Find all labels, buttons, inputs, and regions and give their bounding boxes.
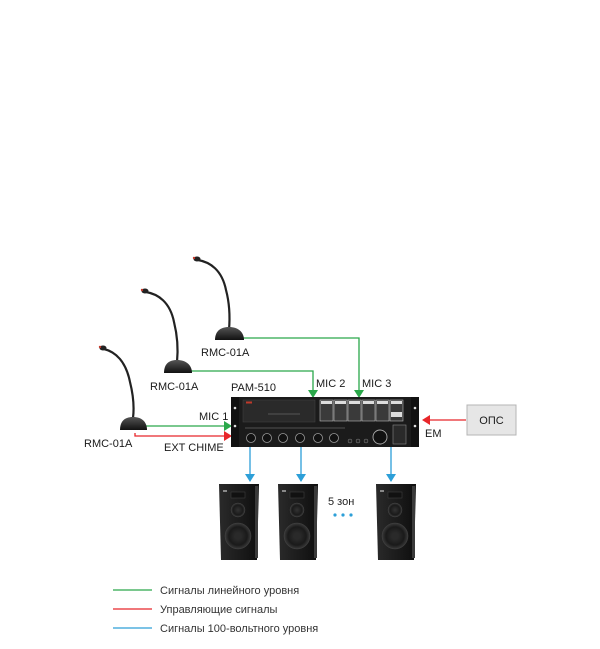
rack-hole <box>233 424 237 428</box>
rack-hole <box>413 406 417 410</box>
em-input-label: EM <box>425 428 442 440</box>
chime-arrow <box>224 431 232 441</box>
mic1-input-label: MIC 1 <box>199 411 228 423</box>
speaker-woofer-cap <box>235 533 241 539</box>
speaker-zone-3 <box>376 484 416 560</box>
mic-base <box>120 417 147 430</box>
speaker-logo <box>223 490 227 492</box>
zone5-arrow <box>386 474 396 482</box>
legend-label-line-level: Сигналы линейного уровня <box>160 585 299 597</box>
speaker-horn <box>289 491 305 499</box>
chime-input-label: EXT CHIME <box>164 442 224 454</box>
legend-label-control: Управляющие сигналы <box>160 604 278 616</box>
rack-hole <box>413 424 417 428</box>
mic2-arrow <box>308 390 318 398</box>
mic1-arrow <box>224 421 232 431</box>
amplifier-top-panel <box>242 399 316 423</box>
mic-gooseneck <box>197 258 231 331</box>
rack-hole <box>233 406 237 410</box>
microphone-3: RMC-01A <box>192 256 250 359</box>
legend: Сигналы линейного уровня Управляющие сиг… <box>113 585 318 635</box>
em-arrow <box>422 415 430 425</box>
speaker-side <box>412 486 415 558</box>
ops-label: ОПС <box>479 415 503 427</box>
speaker-midrange <box>230 502 246 518</box>
volume-knobs <box>246 424 407 445</box>
speaker-side <box>314 486 317 558</box>
mic-tip-led <box>98 345 102 349</box>
speaker-horn <box>387 491 403 499</box>
mic-tip-led <box>140 288 144 292</box>
zones-label: 5 зон <box>328 496 354 508</box>
speaker-midrange <box>289 502 305 518</box>
mic1-label: RMC-01A <box>84 438 133 450</box>
mic3-arrow <box>354 390 364 398</box>
zones-ellipsis <box>333 513 353 517</box>
amplifier: PAM-510 <box>164 378 442 454</box>
mic-base <box>215 327 244 340</box>
speaker-logo <box>282 490 286 492</box>
speaker-midrange <box>387 502 403 518</box>
mic-base <box>164 360 192 373</box>
mic2-input-label: MIC 2 <box>316 378 345 390</box>
speaker-zone-2 <box>278 484 318 560</box>
rack-ear-left <box>231 397 239 447</box>
mic-gooseneck <box>103 347 135 419</box>
speaker-zone-1 <box>219 484 259 560</box>
mic2-line <box>187 370 314 392</box>
speaker-side <box>255 486 258 558</box>
channel-modules <box>319 399 404 422</box>
line-level-connections <box>144 337 364 431</box>
mic2-label: RMC-01A <box>150 381 199 393</box>
mic3-line <box>238 337 360 392</box>
mic-tip-led <box>192 256 196 260</box>
speaker-connections <box>245 447 396 482</box>
speaker-horn <box>230 491 246 499</box>
zone1-arrow <box>245 474 255 482</box>
amplifier-model-label: PAM-510 <box>231 382 276 394</box>
control-connections <box>134 415 466 441</box>
rack-ear-right <box>411 397 419 447</box>
legend-label-speaker-line: Сигналы 100-вольтного уровня <box>160 623 318 635</box>
mic-capsule <box>141 288 149 294</box>
mic-capsule <box>99 345 107 351</box>
mic-capsule <box>193 256 201 262</box>
ops-fire-alarm-box: ОПС <box>466 404 517 436</box>
chime-line <box>134 433 226 437</box>
speaker-logo <box>380 490 384 492</box>
speaker-woofer-cap <box>294 533 300 539</box>
zone2-arrow <box>296 474 306 482</box>
brand-logo <box>246 401 252 404</box>
mic-gooseneck <box>145 290 179 363</box>
speaker-woofer-cap <box>392 533 398 539</box>
mic3-input-label: MIC 3 <box>362 378 391 390</box>
mic3-label: RMC-01A <box>201 347 250 359</box>
microphone-1: RMC-01A <box>84 345 147 450</box>
ops-box <box>466 404 517 436</box>
small-controls <box>245 427 369 444</box>
microphone-2: RMC-01A <box>140 288 199 393</box>
speakers <box>219 484 416 560</box>
